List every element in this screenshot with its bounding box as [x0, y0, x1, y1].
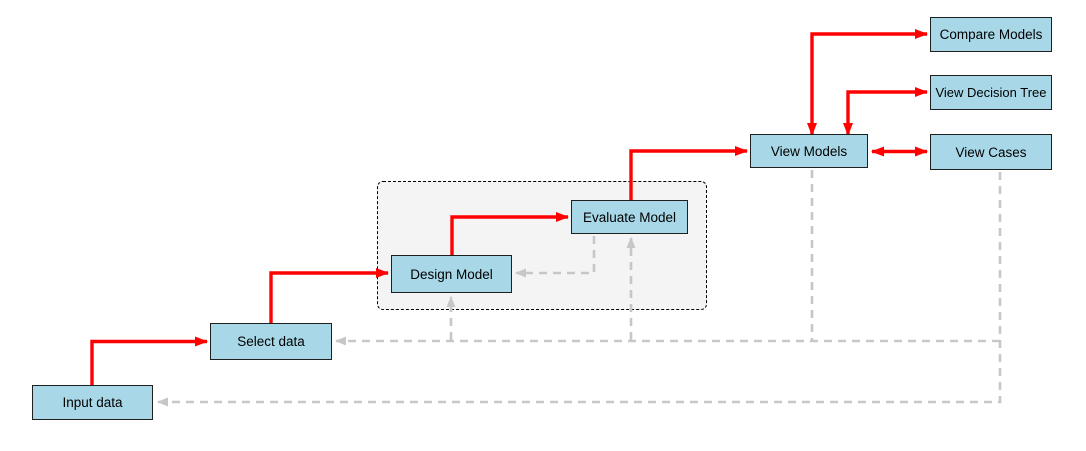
edge-select-data-to-design-model: [269, 268, 389, 324]
edge-design-model-to-evaluate-model: [450, 212, 569, 256]
node-view-models: View Models: [750, 134, 868, 168]
edge-feedback-evaluate-to-design: [515, 236, 596, 278]
node-view-cases: View Cases: [930, 134, 1052, 170]
edge-view-models-compare-models: [807, 29, 928, 136]
node-view-decision-tree: View Decision Tree: [930, 75, 1052, 110]
node-compare-models: Compare Models: [930, 17, 1052, 52]
node-input-data: Input data: [32, 385, 153, 420]
edge-feedback-view-cases-to-input-data: [157, 172, 1002, 407]
node-evaluate-model: Evaluate Model: [571, 200, 688, 234]
edge-input-data-to-select-data: [90, 336, 208, 386]
edge-view-models-view-decision-tree: [843, 87, 928, 136]
node-select-data: Select data: [210, 323, 332, 360]
node-design-model: Design Model: [391, 255, 512, 293]
edge-evaluate-model-to-view-models: [629, 146, 748, 201]
